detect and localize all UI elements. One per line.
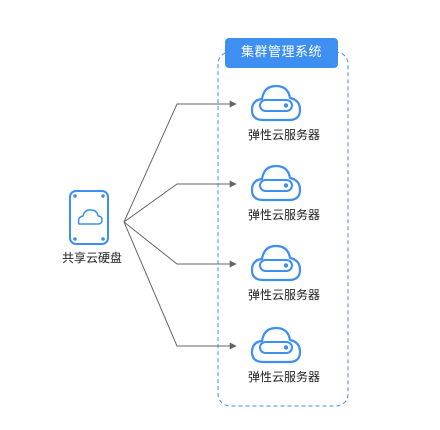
server-label: 弹性云服务器 [247,288,320,302]
server-label: 弹性云服务器 [247,128,320,142]
shared-disk-label: 共享云硬盘 [61,251,122,265]
server-label: 弹性云服务器 [247,208,320,222]
connector-server-3 [123,221,237,268]
connector-server-2 [123,180,237,223]
connector-server-4 [123,221,237,350]
server-label: 弹性云服务器 [247,370,320,384]
connector-server-1 [123,100,237,223]
ecs-cloud-icon [250,326,302,364]
ecs-cloud-icon [250,164,302,202]
cluster-title: 集群管理系统 [225,38,338,68]
ecs-cloud-icon [250,84,302,122]
ecs-cloud-icon [250,244,302,282]
shared-disk-cloud-icon [69,190,109,245]
